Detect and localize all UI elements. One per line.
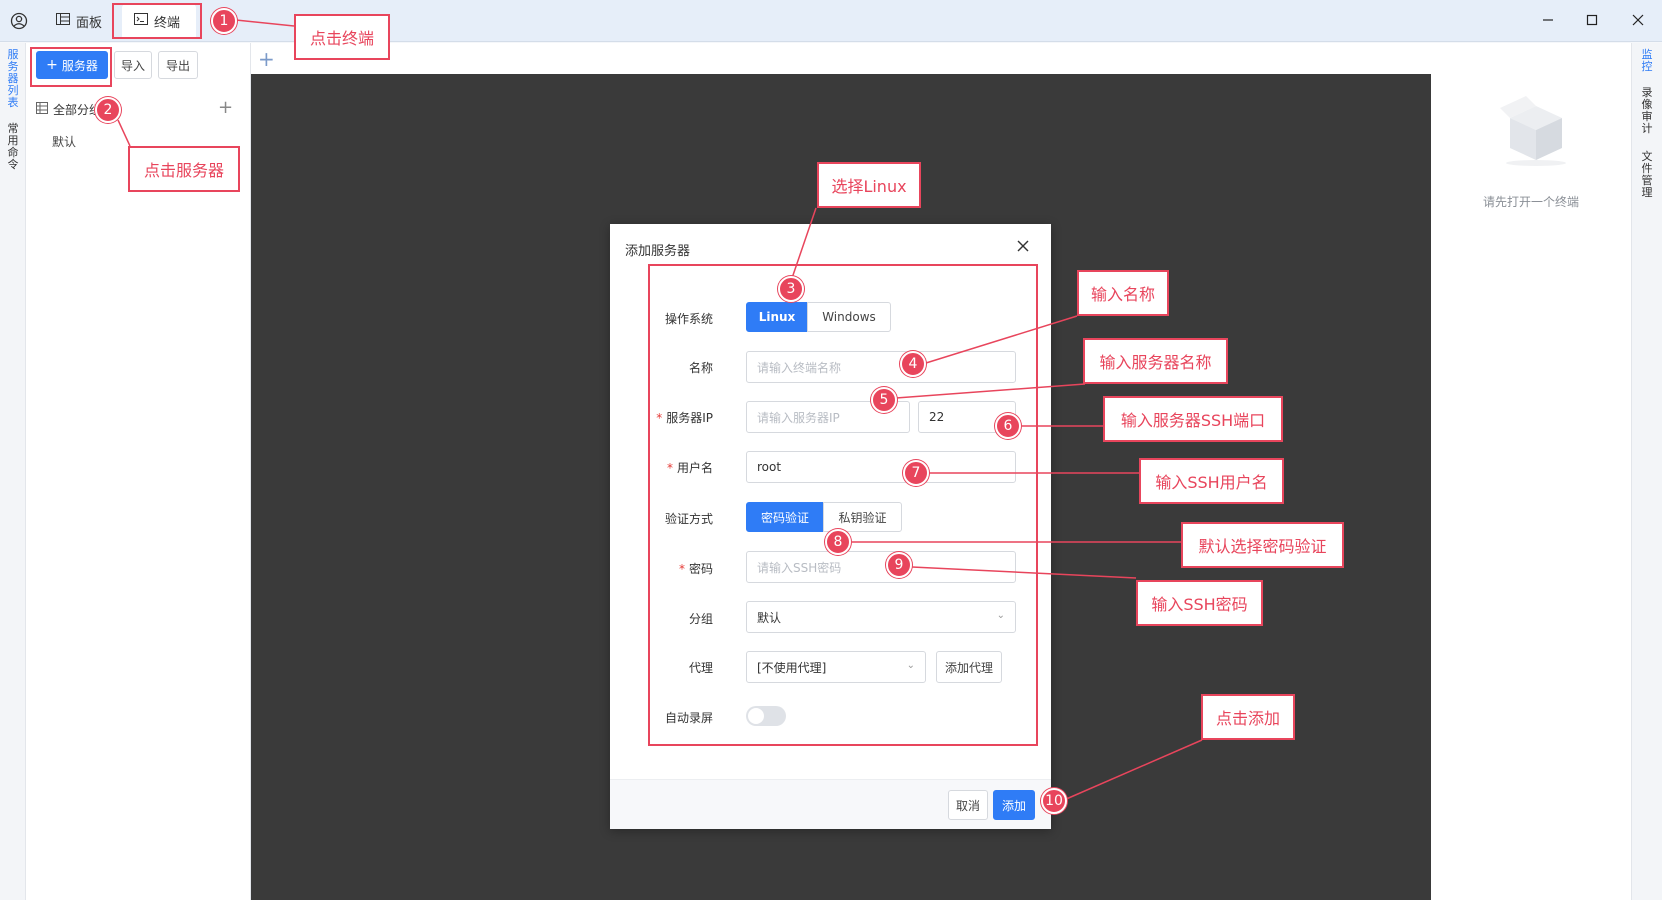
- auth-label: 验证方式: [664, 512, 713, 526]
- add-proxy-button[interactable]: 添加代理: [936, 651, 1002, 683]
- import-button[interactable]: 导入: [114, 51, 152, 79]
- toggle-knob: [748, 708, 764, 724]
- step-marker-9: 9: [886, 552, 912, 578]
- panel-icon: [56, 13, 70, 29]
- nav-recording-audit[interactable]: 录像审计: [1641, 86, 1653, 135]
- nav-monitor[interactable]: 监控: [1641, 48, 1653, 73]
- step-marker-7: 7: [903, 460, 929, 486]
- step-marker-8: 8: [825, 529, 851, 555]
- callout-9: 输入SSH密码: [1136, 580, 1263, 626]
- add-button[interactable]: 添加: [993, 790, 1035, 820]
- name-label: 名称: [688, 361, 713, 375]
- add-server-button[interactable]: + 服务器: [36, 51, 108, 79]
- all-groups-label: 全部分组: [53, 103, 102, 117]
- close-icon[interactable]: [1015, 238, 1031, 254]
- add-server-label: 服务器: [61, 58, 98, 73]
- chevron-down-icon: ⌄: [996, 610, 1005, 621]
- nav-file-manager[interactable]: 文件管理: [1641, 150, 1653, 199]
- tab-panel[interactable]: 面板: [44, 4, 114, 38]
- add-group-icon[interactable]: +: [218, 97, 234, 118]
- all-groups-row[interactable]: 全部分组: [36, 101, 101, 118]
- dialog-title: 添加服务器: [625, 244, 691, 259]
- callout-3: 选择Linux: [817, 162, 921, 208]
- proxy-select[interactable]: [不使用代理] ⌄: [746, 651, 926, 683]
- password-label: *密码: [678, 562, 713, 576]
- callout-4: 输入名称: [1077, 270, 1169, 316]
- callout-5: 输入服务器名称: [1083, 338, 1228, 384]
- right-nav-strip: 监控 录像审计 文件管理: [1631, 43, 1662, 900]
- auth-key-option[interactable]: 私钥验证: [823, 502, 902, 532]
- empty-box-icon: [1496, 88, 1576, 168]
- step-marker-10: 10: [1041, 788, 1067, 814]
- step-marker-1: 1: [211, 8, 237, 34]
- proxy-label: 代理: [688, 661, 713, 675]
- ip-placeholder: 请输入服务器IP: [757, 410, 840, 425]
- user-input[interactable]: root: [746, 451, 1016, 483]
- proxy-value: [不使用代理]: [757, 660, 827, 675]
- os-windows-option[interactable]: Windows: [807, 302, 891, 332]
- auth-password-option[interactable]: 密码验证: [746, 502, 824, 532]
- maximize-button[interactable]: [1576, 6, 1608, 34]
- group-select[interactable]: 默认 ⌄: [746, 601, 1016, 633]
- left-nav-strip: 服务器列表 常用命令: [0, 43, 26, 900]
- callout-7: 输入SSH用户名: [1139, 458, 1284, 504]
- group-default[interactable]: 默认: [52, 135, 77, 149]
- step-marker-6: 6: [995, 413, 1021, 439]
- right-panel: 请先打开一个终端: [1431, 43, 1631, 900]
- highlight-terminal-tab: [112, 3, 202, 39]
- export-button[interactable]: 导出: [158, 51, 198, 79]
- user-icon[interactable]: [10, 12, 28, 30]
- nav-server-list[interactable]: 服务器列表: [7, 48, 19, 109]
- callout-6: 输入服务器SSH端口: [1103, 396, 1283, 442]
- nav-common-commands[interactable]: 常用命令: [7, 122, 19, 171]
- port-value: 22: [929, 410, 945, 424]
- os-label: 操作系统: [664, 312, 713, 326]
- callout-2: 点击服务器: [128, 146, 240, 192]
- title-bar: 面板 终端: [0, 0, 1662, 42]
- highlight-form: [648, 264, 1038, 746]
- step-marker-2: 2: [95, 97, 121, 123]
- terminal-icon: [134, 13, 148, 29]
- name-placeholder: 请输入终端名称: [757, 360, 842, 375]
- highlight-add-server: [30, 47, 112, 87]
- new-terminal-tab-icon[interactable]: +: [258, 47, 275, 71]
- ip-label: *服务器IP: [656, 411, 713, 425]
- dialog-footer: 取消 添加: [610, 779, 1051, 829]
- step-marker-4: 4: [900, 351, 926, 377]
- cancel-button[interactable]: 取消: [948, 790, 988, 820]
- chevron-down-icon: ⌄: [906, 660, 915, 671]
- password-placeholder: 请输入SSH密码: [757, 560, 842, 575]
- auto-record-toggle[interactable]: [746, 706, 786, 726]
- callout-10: 点击添加: [1201, 694, 1295, 740]
- tab-terminal-label: 终端: [154, 15, 181, 31]
- user-value: root: [757, 460, 782, 474]
- minimize-button[interactable]: [1532, 6, 1564, 34]
- tab-panel-label: 面板: [76, 15, 103, 31]
- step-marker-3: 3: [778, 276, 804, 302]
- step-marker-5: 5: [871, 387, 897, 413]
- callout-1: 点击终端: [294, 14, 390, 60]
- empty-terminal-text: 请先打开一个终端: [1482, 195, 1579, 209]
- close-window-button[interactable]: [1622, 6, 1654, 34]
- user-label: *用户名: [666, 461, 713, 475]
- record-label: 自动录屏: [664, 711, 713, 725]
- group-value: 默认: [757, 610, 782, 625]
- list-icon: [36, 102, 48, 117]
- group-label: 分组: [688, 612, 713, 626]
- plus-icon: +: [46, 57, 58, 73]
- callout-8: 默认选择密码验证: [1181, 522, 1344, 568]
- tab-terminal[interactable]: 终端: [122, 4, 196, 38]
